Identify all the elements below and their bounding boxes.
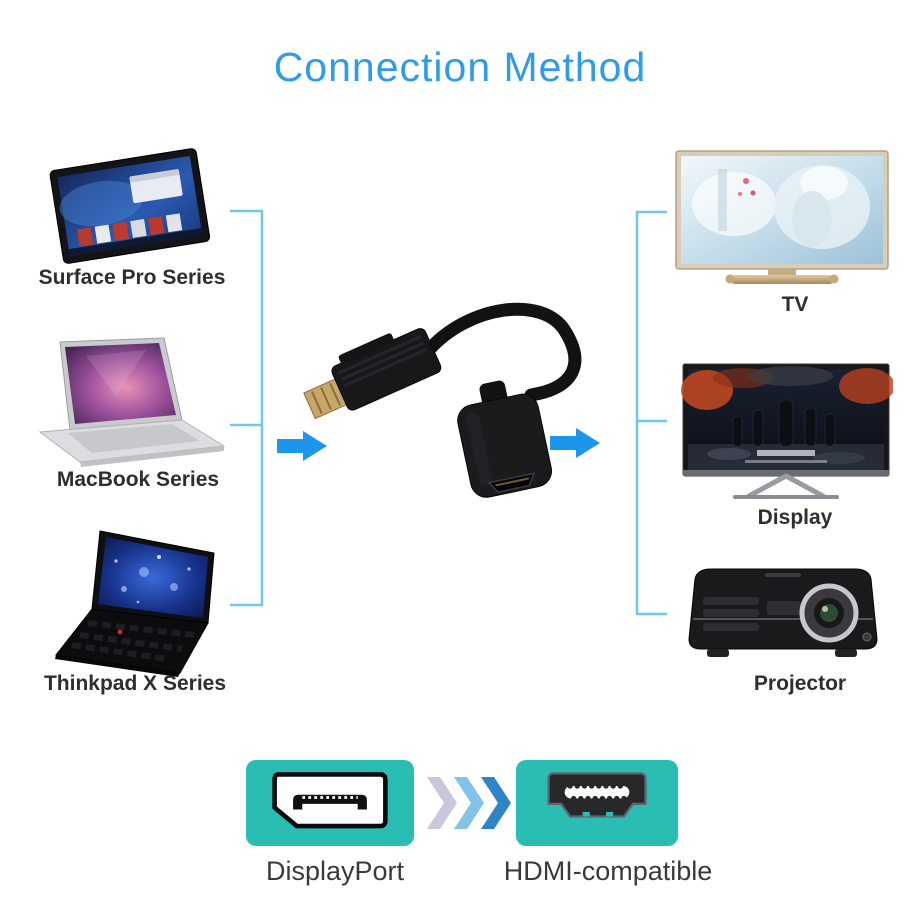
adapter-image [303,302,582,498]
thinkpad-image [55,530,215,677]
label-projector: Projector [753,672,847,695]
left-bracket-line [230,209,264,607]
label-thinkpad: Thinkpad X Series [43,672,227,695]
projector-image [688,568,878,657]
label-macbook: MacBook Series [56,468,220,491]
chevron-right-icon [427,777,511,829]
arrow-right-icon [277,431,327,461]
hdmi-badge [516,760,678,846]
tv-image [675,150,889,284]
arrow-right-icon [550,428,600,458]
adapter-cable [421,302,582,402]
displayport-badge [246,760,414,846]
surface-pro-image [49,148,211,264]
page-title: Connection Method [273,44,647,90]
label-surface-pro: Surface Pro Series [38,266,226,289]
displayport-icon [272,772,388,829]
macbook-image [38,337,226,467]
display-image [681,363,893,499]
label-display: Display [757,506,833,529]
label-tv: TV [781,293,809,316]
right-bracket-line [635,210,667,616]
label-hdmi-compatible: HDMI-compatible [503,856,713,886]
adapter-dp-plug [303,328,442,420]
adapter-hdmi-head [457,380,553,498]
label-displayport: DisplayPort [265,856,405,886]
hdmi-icon [547,772,647,818]
